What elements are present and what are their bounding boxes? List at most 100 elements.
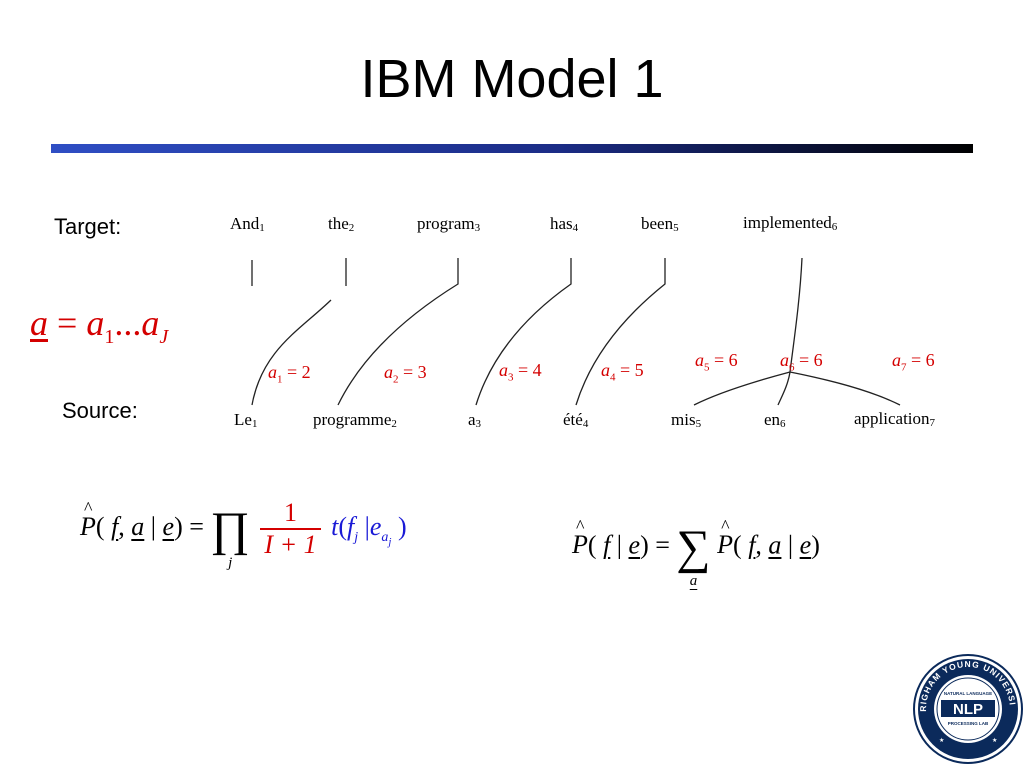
alignment-annotation: a7 = 6 xyxy=(892,350,935,374)
paren-close: ) xyxy=(811,530,820,560)
source-word-text: programme xyxy=(313,410,392,429)
alignment-var: a xyxy=(780,350,789,370)
source-word-index: 1 xyxy=(251,418,258,430)
paren-open: ( xyxy=(95,511,105,541)
title-divider xyxy=(51,144,973,153)
byu-nlp-lab-logo: BRIGHAM YOUNG UNIVERSITY NATURAL LANGUAG… xyxy=(913,654,1023,764)
star-icon: ★ xyxy=(939,737,944,744)
source-word: application7 xyxy=(854,409,935,429)
source-word-text: application xyxy=(854,409,930,428)
alignment-value: 6 xyxy=(925,350,935,370)
a-vector: a xyxy=(768,530,782,560)
alignment-link xyxy=(777,371,791,406)
target-word-text: been xyxy=(641,214,674,233)
alignment-value: 4 xyxy=(532,360,542,380)
t-f-sub: j xyxy=(354,530,359,546)
translation-prob: t(fj |eaj ) xyxy=(331,511,407,548)
target-word: been5 xyxy=(641,214,679,234)
alignment-link xyxy=(575,258,666,406)
equals-sign: = xyxy=(189,511,204,541)
alignment-sub: 2 xyxy=(393,373,399,386)
comma: , xyxy=(755,530,762,560)
t-f: f xyxy=(347,511,355,541)
joint-probability-formula: P( f, a | e) = ∏j 1I + 1 t(fj |eaj ) xyxy=(80,498,407,571)
alignment-value: 5 xyxy=(634,360,644,380)
e-vector: e xyxy=(162,511,175,541)
alignment-last: a xyxy=(141,303,160,343)
source-word-index: 5 xyxy=(695,418,702,430)
fraction-denominator: I + 1 xyxy=(264,530,317,559)
source-word-index: 3 xyxy=(475,418,482,430)
slide-title: IBM Model 1 xyxy=(360,49,664,109)
logo-top-text: NATURAL LANGUAGE xyxy=(944,691,992,696)
t-symbol: t xyxy=(331,511,339,541)
target-word: program3 xyxy=(417,214,480,234)
target-word-text: program xyxy=(417,214,475,233)
alignment-link xyxy=(475,258,572,406)
alignment-sub: 7 xyxy=(901,361,907,374)
source-word-text: Le xyxy=(234,410,252,429)
p-hat-symbol: P xyxy=(717,516,733,560)
given-bar: | xyxy=(616,530,623,560)
alignment-link xyxy=(251,299,332,406)
source-word-index: 6 xyxy=(780,418,786,430)
source-word: été4 xyxy=(563,410,588,430)
alignment-sub: 3 xyxy=(508,371,514,384)
alignment-vector-equation: a = a1...aJ xyxy=(30,302,168,349)
alignment-link xyxy=(789,257,803,373)
alignment-var: a xyxy=(268,362,277,382)
paren-close: ) xyxy=(640,530,649,560)
alignment-value: 6 xyxy=(813,350,823,370)
ellipsis: ... xyxy=(114,303,142,343)
target-word-index: 6 xyxy=(831,221,838,233)
target-word: And1 xyxy=(230,214,265,234)
target-word-index: 3 xyxy=(474,222,481,234)
alignment-var: a xyxy=(601,360,610,380)
source-word-text: a xyxy=(468,410,476,429)
product-operator: ∏j xyxy=(210,502,250,571)
target-word: implemented6 xyxy=(743,213,837,233)
alignment-first-sub: 1 xyxy=(104,326,115,349)
p-hat-symbol: P xyxy=(572,516,588,560)
alignment-annotation: a2 = 3 xyxy=(384,362,427,386)
p-hat-symbol: P xyxy=(80,498,96,542)
target-word: has4 xyxy=(550,214,578,234)
paren-open: ( xyxy=(733,530,742,560)
target-word-text: has xyxy=(550,214,573,233)
t-paren-close: ) xyxy=(397,511,407,541)
sum-operator: ∑a xyxy=(676,521,711,589)
alignment-annotation: a5 = 6 xyxy=(695,350,738,374)
given-bar: | xyxy=(150,511,157,541)
sum-symbol: ∑ xyxy=(676,521,711,574)
equals-sign: = xyxy=(57,303,78,343)
target-word-text: And xyxy=(230,214,260,233)
fraction-numerator: 1 xyxy=(260,498,321,530)
marginal-probability-formula: P( f | e) = ∑a P( f, a | e) xyxy=(572,516,820,589)
a-vector: a xyxy=(131,511,145,541)
alignment-last-sub: J xyxy=(159,326,169,349)
source-label: Source: xyxy=(62,398,138,423)
source-word-text: en xyxy=(764,410,781,429)
source-word: programme2 xyxy=(313,410,397,430)
equals-sign: = xyxy=(655,530,670,560)
source-word-text: été xyxy=(563,410,583,429)
alignment-var: a xyxy=(499,360,508,380)
alignment-annotation: a3 = 4 xyxy=(499,360,542,384)
product-symbol: ∏ xyxy=(210,502,250,556)
e-vector: e xyxy=(628,530,641,560)
alignment-var: a xyxy=(892,350,901,370)
alignment-value: 3 xyxy=(417,362,427,382)
alignment-link xyxy=(337,258,459,406)
alignment-sub: 4 xyxy=(610,371,616,384)
e-vector: e xyxy=(799,530,812,560)
alignment-link xyxy=(693,371,791,406)
target-word-index: 5 xyxy=(673,222,679,234)
alignment-vector-symbol: a xyxy=(30,303,48,343)
target-word-text: implemented xyxy=(743,213,832,232)
source-word-index: 2 xyxy=(391,418,397,430)
alignment-annotation: a4 = 5 xyxy=(601,360,644,384)
sum-index: a xyxy=(689,573,698,589)
f-vector: f xyxy=(748,530,756,560)
